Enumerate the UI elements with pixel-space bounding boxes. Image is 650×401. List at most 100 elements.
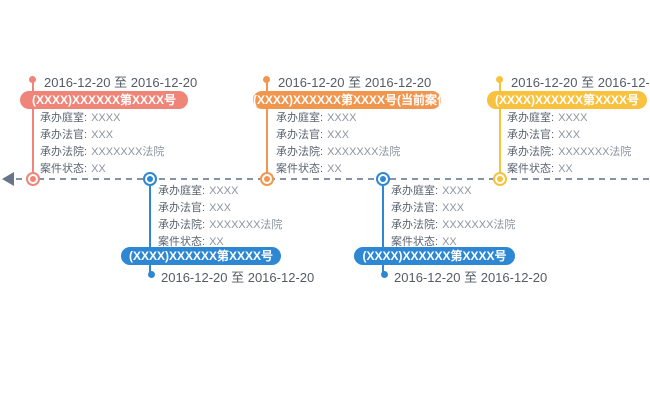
detail-value: XXXXXXX法院 bbox=[91, 146, 165, 158]
timeline-node-dot-icon bbox=[147, 176, 153, 182]
event-date-dot-icon bbox=[29, 76, 36, 83]
detail-label: 案件状态: bbox=[40, 163, 88, 175]
detail-row: 承办法官:XXX bbox=[276, 127, 400, 144]
timeline-node-dot-icon bbox=[497, 176, 503, 182]
event-date-range: 2016-12-20 至 2016-12-20 bbox=[161, 270, 315, 285]
event-date-dot-icon bbox=[381, 271, 388, 278]
event-date-dot-icon bbox=[148, 271, 155, 278]
detail-value: XXXX bbox=[327, 112, 357, 124]
detail-label: 承办法院: bbox=[276, 146, 324, 158]
detail-value: XXX bbox=[442, 202, 465, 214]
detail-label: 承办法官: bbox=[40, 129, 88, 141]
left-arrow-icon bbox=[2, 172, 14, 186]
detail-value: XXXX bbox=[442, 185, 472, 197]
timeline-node[interactable] bbox=[376, 172, 390, 186]
detail-value: XXXXXXX法院 bbox=[209, 219, 283, 231]
detail-value: XX bbox=[327, 163, 342, 175]
timeline-node[interactable] bbox=[260, 172, 274, 186]
event-date-dot-icon bbox=[263, 76, 270, 83]
case-number-pill[interactable]: (XXXX)XXXXXX第XXXX号 bbox=[20, 91, 188, 109]
event-date-range: 2016-12-20 至 2016-12-20 bbox=[44, 75, 198, 90]
detail-row: 案件状态:XX bbox=[40, 161, 164, 178]
detail-row: 案件状态:XX bbox=[507, 161, 631, 178]
detail-value: XXX bbox=[91, 129, 114, 141]
detail-value: XXX bbox=[327, 129, 350, 141]
case-number-pill[interactable]: (XXXX)XXXXXX第XXXX号 bbox=[354, 247, 515, 265]
timeline-axis bbox=[16, 178, 650, 180]
detail-value: XXXXXXX法院 bbox=[442, 219, 516, 231]
case-number-pill[interactable]: (XXXX)XXXXXX第XXXX号 bbox=[121, 247, 281, 265]
detail-label: 承办法院: bbox=[40, 146, 88, 158]
detail-value: XX bbox=[442, 236, 457, 248]
detail-label: 案件状态: bbox=[507, 163, 555, 175]
case-number-pill[interactable]: (XXXX)XXXXXX第XXXX号 bbox=[487, 91, 647, 109]
detail-label: 承办法院: bbox=[158, 219, 206, 231]
detail-label: 案件状态: bbox=[158, 236, 206, 248]
detail-label: 承办庭室: bbox=[391, 185, 439, 197]
event-connector-line bbox=[32, 80, 34, 173]
detail-row: 承办法官:XXX bbox=[158, 200, 282, 217]
detail-row: 承办庭室:XXXX bbox=[40, 110, 164, 127]
detail-row: 案件状态:XX bbox=[158, 234, 282, 251]
detail-row: 承办法院:XXXXXXX法院 bbox=[391, 217, 515, 234]
event-connector-line bbox=[382, 186, 384, 276]
detail-value: XXXXXXX法院 bbox=[327, 146, 401, 158]
event-date-range: 2016-12-20 至 2016-12-20 bbox=[394, 270, 548, 285]
detail-label: 承办法院: bbox=[507, 146, 555, 158]
detail-value: XXXX bbox=[91, 112, 121, 124]
detail-label: 承办庭室: bbox=[158, 185, 206, 197]
timeline-node-dot-icon bbox=[264, 176, 270, 182]
timeline-node-dot-icon bbox=[380, 176, 386, 182]
event-connector-line bbox=[266, 80, 268, 173]
timeline-node[interactable] bbox=[26, 172, 40, 186]
case-number-label: (XXXX)XXXXXX第XXXX号 bbox=[362, 249, 507, 263]
detail-row: 案件状态:XX bbox=[391, 234, 515, 251]
detail-value: XXXXXXX法院 bbox=[558, 146, 632, 158]
event-details: 承办庭室:XXXX 承办法官:XXX 承办法院:XXXXXXX法院 案件状态:X… bbox=[276, 110, 400, 178]
timeline-node[interactable] bbox=[143, 172, 157, 186]
detail-row: 承办法院:XXXXXXX法院 bbox=[276, 144, 400, 161]
detail-row: 承办法官:XXX bbox=[40, 127, 164, 144]
detail-label: 承办庭室: bbox=[507, 112, 555, 124]
timeline-node[interactable] bbox=[493, 172, 507, 186]
detail-row: 承办庭室:XXXX bbox=[507, 110, 631, 127]
case-number-label: (XXXX)XXXXXX第XXXX号(当前案件) bbox=[253, 93, 454, 107]
case-number-label: (XXXX)XXXXXX第XXXX号 bbox=[494, 93, 640, 107]
detail-label: 承办庭室: bbox=[276, 112, 324, 124]
detail-value: XXXX bbox=[558, 112, 588, 124]
event-details: 承办庭室:XXXX 承办法官:XXX 承办法院:XXXXXXX法院 案件状态:X… bbox=[507, 110, 631, 178]
event-connector-line bbox=[149, 186, 151, 276]
detail-value: XXX bbox=[558, 129, 581, 141]
timeline-node-dot-icon bbox=[30, 176, 36, 182]
case-number-pill[interactable]: (XXXX)XXXXXX第XXXX号(当前案件) bbox=[253, 91, 453, 109]
detail-label: 案件状态: bbox=[276, 163, 324, 175]
detail-row: 案件状态:XX bbox=[276, 161, 400, 178]
detail-row: 承办庭室:XXXX bbox=[391, 183, 515, 200]
detail-label: 承办庭室: bbox=[40, 112, 88, 124]
detail-row: 承办庭室:XXXX bbox=[158, 183, 282, 200]
detail-value: XXX bbox=[209, 202, 232, 214]
detail-label: 承办法官: bbox=[276, 129, 324, 141]
detail-value: XX bbox=[91, 163, 106, 175]
detail-label: 承办法官: bbox=[391, 202, 439, 214]
case-number-label: (XXXX)XXXXXX第XXXX号 bbox=[31, 93, 177, 107]
event-details: 承办庭室:XXXX 承办法官:XXX 承办法院:XXXXXXX法院 案件状态:X… bbox=[40, 110, 164, 178]
detail-label: 案件状态: bbox=[391, 236, 439, 248]
detail-label: 承办法院: bbox=[391, 219, 439, 231]
event-date-dot-icon bbox=[496, 76, 503, 83]
case-number-label: (XXXX)XXXXXX第XXXX号 bbox=[128, 249, 274, 263]
event-date-range: 2016-12-20 至 2016-12-20 bbox=[278, 75, 432, 90]
detail-row: 承办法院:XXXXXXX法院 bbox=[158, 217, 282, 234]
detail-row: 承办法官:XXX bbox=[391, 200, 515, 217]
detail-label: 承办法官: bbox=[507, 129, 555, 141]
detail-row: 承办法院:XXXXXXX法院 bbox=[507, 144, 631, 161]
detail-value: XX bbox=[558, 163, 573, 175]
detail-label: 承办法官: bbox=[158, 202, 206, 214]
detail-row: 承办法院:XXXXXXX法院 bbox=[40, 144, 164, 161]
detail-row: 承办庭室:XXXX bbox=[276, 110, 400, 127]
event-details: 承办庭室:XXXX 承办法官:XXX 承办法院:XXXXXXX法院 案件状态:X… bbox=[158, 183, 282, 251]
detail-value: XX bbox=[209, 236, 224, 248]
detail-value: XXXX bbox=[209, 185, 239, 197]
event-date-range: 2016-12-20 至 2016-12-20 bbox=[511, 75, 650, 90]
